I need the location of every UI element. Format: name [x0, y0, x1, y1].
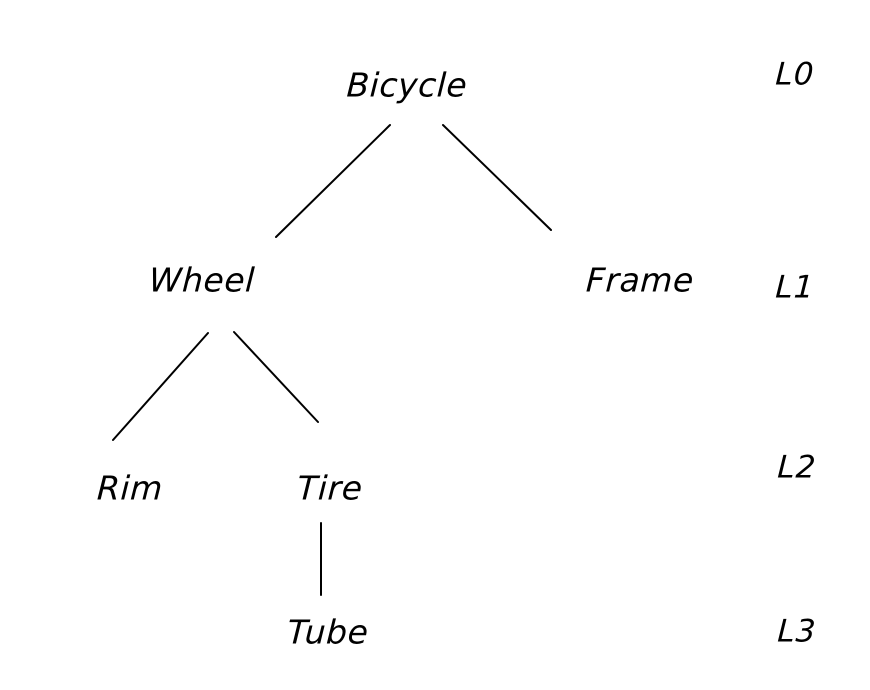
edge-wheel-to-rim: [112, 332, 209, 441]
node-tire[interactable]: Tire: [296, 468, 364, 508]
node-wheel[interactable]: Wheel: [148, 260, 256, 300]
edge-bicycle-to-wheel: [275, 124, 391, 238]
level-label-l1: L1: [774, 269, 816, 306]
level-label-l3: L3: [776, 613, 818, 650]
edge-wheel-to-tire: [233, 331, 319, 423]
node-tube[interactable]: Tube: [286, 612, 370, 652]
node-bicycle[interactable]: Bicycle: [345, 65, 469, 105]
level-label-l0: L0: [774, 56, 816, 93]
edge-bicycle-to-frame: [442, 124, 552, 231]
node-rim[interactable]: Rim: [96, 468, 164, 508]
level-label-l2: L2: [776, 449, 818, 486]
node-frame[interactable]: Frame: [585, 260, 695, 300]
